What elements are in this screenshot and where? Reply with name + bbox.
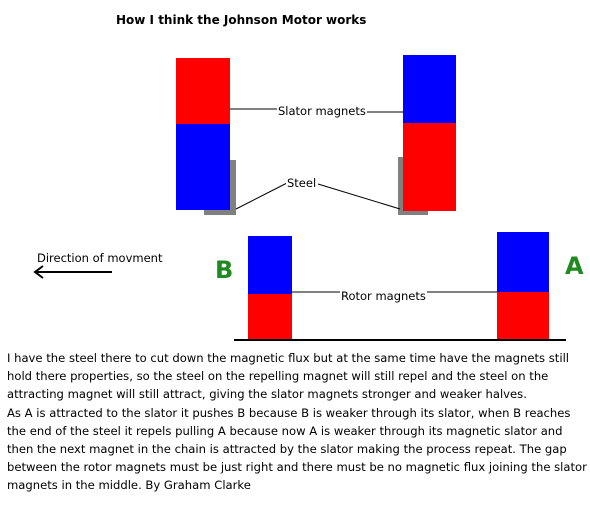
rotor-baseline bbox=[234, 339, 566, 341]
direction-arrow-head bbox=[33, 265, 44, 279]
description-paragraph-1: I have the steel there to cut down the m… bbox=[7, 351, 570, 402]
rotor-magnet-a-blue bbox=[497, 232, 549, 292]
rotor-magnet-a-red bbox=[497, 292, 549, 340]
slator-magnets-label: Slator magnets bbox=[277, 104, 367, 118]
direction-label: Direction of movment bbox=[36, 251, 164, 265]
steel-leader-left bbox=[235, 182, 288, 210]
left-slator-magnet-red bbox=[176, 58, 230, 124]
description: I have the steel there to cut down the m… bbox=[7, 349, 587, 495]
diagram-title: How I think the Johnson Motor works bbox=[116, 13, 367, 27]
right-slator-magnet-blue bbox=[403, 55, 456, 123]
steel-label: Steel bbox=[286, 176, 318, 190]
steel-leader-right bbox=[317, 183, 401, 210]
right-slator-magnet-red bbox=[403, 123, 456, 211]
description-paragraph-2: As A is attracted to the slator it pushe… bbox=[7, 405, 587, 493]
left-slator-magnet-blue bbox=[176, 124, 230, 210]
rotor-magnet-b-red bbox=[248, 294, 292, 340]
rotor-a-letter: A bbox=[565, 252, 584, 280]
rotor-b-letter: B bbox=[215, 256, 234, 284]
rotor-magnet-b-blue bbox=[248, 236, 292, 294]
rotor-magnets-label: Rotor magnets bbox=[340, 289, 427, 303]
